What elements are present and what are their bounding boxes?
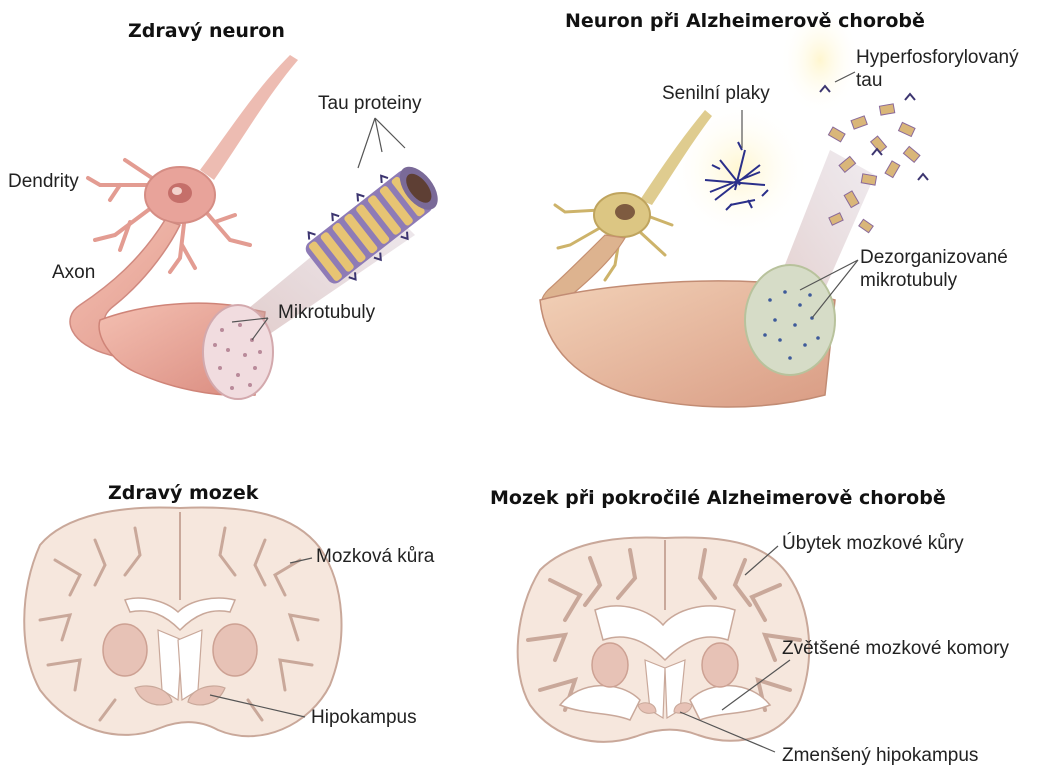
alzheimer-neuron-title: Neuron při Alzheimerově chorobě xyxy=(565,10,925,32)
label-hyperphosphorylated-tau-2: tau xyxy=(856,70,882,92)
label-enlarged-ventricles: Zvětšené mozkové komory xyxy=(782,638,1009,660)
label-dendrites: Dendrity xyxy=(8,171,79,193)
alzheimer-brain-illustration xyxy=(518,537,810,752)
label-cortex-loss: Úbytek mozkové kůry xyxy=(782,533,964,555)
healthy-neuron-title: Zdravý neuron xyxy=(128,20,285,42)
label-disorganized-microtubules-1: Dezorganizované xyxy=(860,247,1008,269)
label-shrunk-hippocampus: Zmenšený hipokampus xyxy=(782,745,978,767)
label-hippocampus: Hipokampus xyxy=(311,707,417,729)
label-tau-proteins: Tau proteiny xyxy=(318,93,422,115)
label-cortex: Mozková kůra xyxy=(316,546,434,568)
label-senile-plaques: Senilní plaky xyxy=(662,83,770,105)
healthy-brain-title: Zdravý mozek xyxy=(108,482,258,504)
label-axon: Axon xyxy=(52,262,95,284)
label-disorganized-microtubules-2: mikrotubuly xyxy=(860,270,957,292)
healthy-brain-illustration xyxy=(24,507,341,736)
alzheimer-brain-title: Mozek při pokročilé Alzheimerově chorobě xyxy=(490,487,946,509)
label-hyperphosphorylated-tau-1: Hyperfosforylovaný xyxy=(856,47,1019,69)
label-microtubules: Mikrotubuly xyxy=(278,302,375,324)
